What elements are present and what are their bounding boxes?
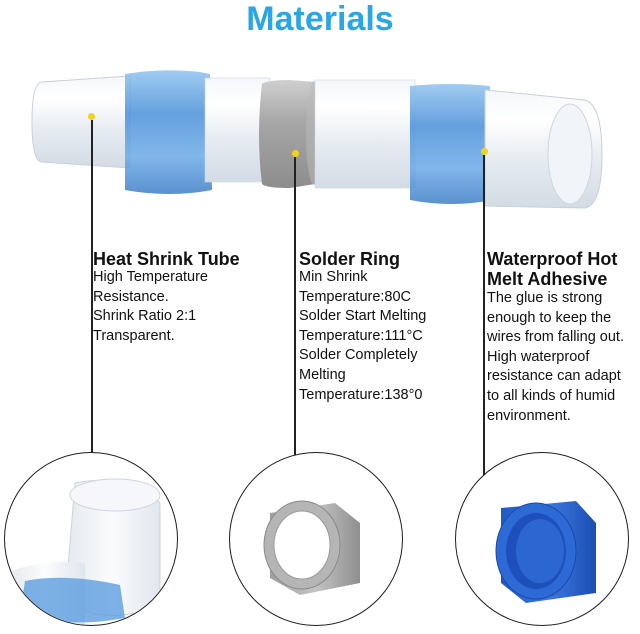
- page-title: Materials: [246, 0, 394, 38]
- description-line: Transparent.: [93, 327, 175, 344]
- description-line: resistance can adapt: [487, 368, 621, 385]
- leader-dot-tube: [88, 113, 95, 120]
- description-line: High Temperature: [93, 269, 208, 285]
- hot-melt-adhesive-heading: Waterproof Hot Melt Adhesive: [487, 249, 617, 289]
- description-line: Solder Completely: [299, 347, 418, 364]
- description-line: to all kinds of humid: [487, 387, 616, 404]
- heading-line: Melt Adhesive: [487, 269, 608, 289]
- description-line: The glue is strong: [487, 290, 603, 306]
- description-line: Solder Start Melting: [299, 308, 427, 325]
- leader-line-adhesive: [483, 155, 485, 480]
- heading-line: Heat Shrink Tube: [93, 249, 240, 269]
- description-line: wires from falling out.: [487, 329, 624, 346]
- heading-line: Waterproof Hot: [487, 249, 618, 269]
- description-line: Temperature:80C: [299, 288, 412, 305]
- description-line: Temperature:138°0: [299, 386, 423, 403]
- description-line: Melting: [299, 366, 346, 383]
- tube-closeup-circle: [4, 452, 178, 626]
- heat-shrink-tube-description: High Temperature Resistance. Shrink Rati…: [93, 268, 208, 346]
- connector-illustration: [0, 60, 640, 210]
- blue-adhesive-ring-closeup-icon: [495, 501, 596, 603]
- leader-dot-adhesive: [481, 148, 488, 155]
- heat-shrink-tube-closeup-icon: [5, 478, 161, 625]
- solder-closeup-circle: [229, 452, 403, 626]
- description-line: Min Shrink: [299, 269, 368, 285]
- heading-line: Solder Ring: [299, 249, 401, 269]
- description-line: environment.: [487, 407, 571, 424]
- leader-dot-solder: [292, 150, 299, 157]
- description-line: Shrink Ratio 2:1: [93, 308, 197, 325]
- hot-melt-adhesive-description: The glue is strong enough to keep the wi…: [487, 289, 624, 426]
- solder-ring-closeup-icon: [263, 500, 360, 595]
- description-line: High waterproof: [487, 348, 590, 365]
- leader-line-solder: [294, 157, 296, 457]
- adhesive-closeup-circle: [455, 452, 629, 626]
- leader-line-tube: [91, 120, 93, 480]
- solder-ring-heading: Solder Ring: [299, 249, 400, 269]
- description-line: Resistance.: [93, 288, 169, 305]
- heat-shrink-tube-heading: Heat Shrink Tube: [93, 249, 240, 269]
- solder-ring-description: Min Shrink Temperature:80C Solder Start …: [299, 268, 426, 405]
- description-line: enough to keep the: [487, 309, 612, 326]
- description-line: Temperature:111°C: [299, 327, 423, 344]
